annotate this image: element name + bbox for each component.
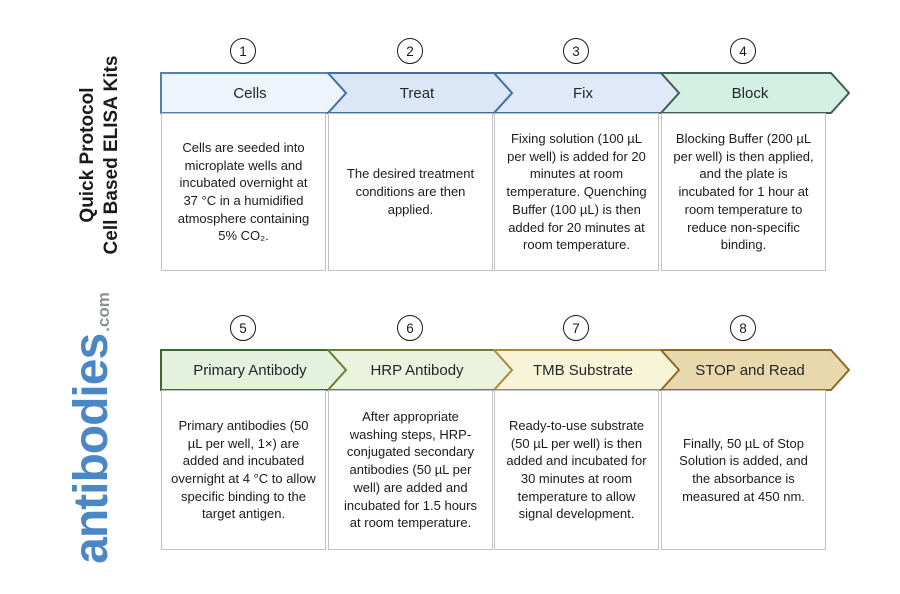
- arrow-shape: [660, 72, 850, 114]
- step-4-description: Blocking Buffer (200 µL per well) is the…: [673, 131, 814, 253]
- logo-wordmark: antibodies: [65, 333, 118, 564]
- step-7-number-badge: 7: [563, 315, 589, 341]
- step-6-number-badge: 6: [397, 315, 423, 341]
- step-2-arrow: Treat: [327, 72, 517, 114]
- step-5-label: Primary Antibody: [193, 361, 307, 379]
- step-3-description-box: Fixing solution (100 µL per well) is add…: [494, 113, 659, 271]
- step-6-description-box: After appropriate washing steps, HRP-con…: [328, 390, 493, 550]
- step-4-arrow: Block: [660, 72, 850, 114]
- step-7-description: Ready-to-use substrate (50 µL per well) …: [506, 417, 647, 522]
- logo-domain-suffix: .com: [94, 292, 113, 332]
- step-5-description-box: Primary antibodies (50 µL per well, 1×) …: [161, 390, 326, 550]
- step-7-description-box: Ready-to-use substrate (50 µL per well) …: [494, 390, 659, 550]
- step-1-description-box: Cells are seeded into microplate wells a…: [161, 113, 326, 271]
- step-4-description-box: Blocking Buffer (200 µL per well) is the…: [661, 113, 826, 271]
- step-3-arrow: Fix: [493, 72, 683, 114]
- step-7-label: TMB Substrate: [532, 361, 634, 379]
- step-8-description-box: Finally, 50 µL of Stop Solution is added…: [661, 390, 826, 550]
- step-5-arrow: Primary Antibody: [160, 349, 350, 391]
- protocol-title-line2: Quick Protocol: [77, 87, 98, 223]
- step-2-label: Treat: [399, 84, 435, 102]
- step-1-arrow: Cells: [160, 72, 350, 114]
- step-8-label: STOP and Read: [695, 361, 805, 379]
- step-6-arrow: HRP Antibody: [327, 349, 517, 391]
- step-7-arrow: TMB Substrate: [493, 349, 683, 391]
- step-2-number-badge: 2: [397, 38, 423, 64]
- step-6-description: After appropriate washing steps, HRP-con…: [344, 409, 477, 531]
- step-4-number-badge: 4: [730, 38, 756, 64]
- step-1-number-badge: 1: [230, 38, 256, 64]
- protocol-title-line1: Cell Based ELISA Kits: [101, 55, 122, 255]
- step-8-arrow: STOP and Read: [660, 349, 850, 391]
- step-4-label: Block: [731, 84, 769, 102]
- step-5-number-badge: 5: [230, 315, 256, 341]
- step-3-label: Fix: [573, 84, 593, 102]
- step-3-number-badge: 3: [563, 38, 589, 64]
- step-1-label: Cells: [233, 84, 267, 102]
- step-3-description: Fixing solution (100 µL per well) is add…: [506, 131, 647, 253]
- step-5-description: Primary antibodies (50 µL per well, 1×) …: [171, 417, 316, 522]
- step-6-label: HRP Antibody: [370, 361, 464, 379]
- step-2-description: The desired treatment conditions are the…: [346, 166, 475, 217]
- arrow-shape: [660, 349, 850, 391]
- step-8-number-badge: 8: [730, 315, 756, 341]
- step-1-description: Cells are seeded into microplate wells a…: [177, 139, 310, 244]
- antibodies-logo: antibodies.com: [64, 278, 118, 578]
- step-2-description-box: The desired treatment conditions are the…: [328, 113, 493, 271]
- step-8-description: Finally, 50 µL of Stop Solution is added…: [679, 435, 808, 504]
